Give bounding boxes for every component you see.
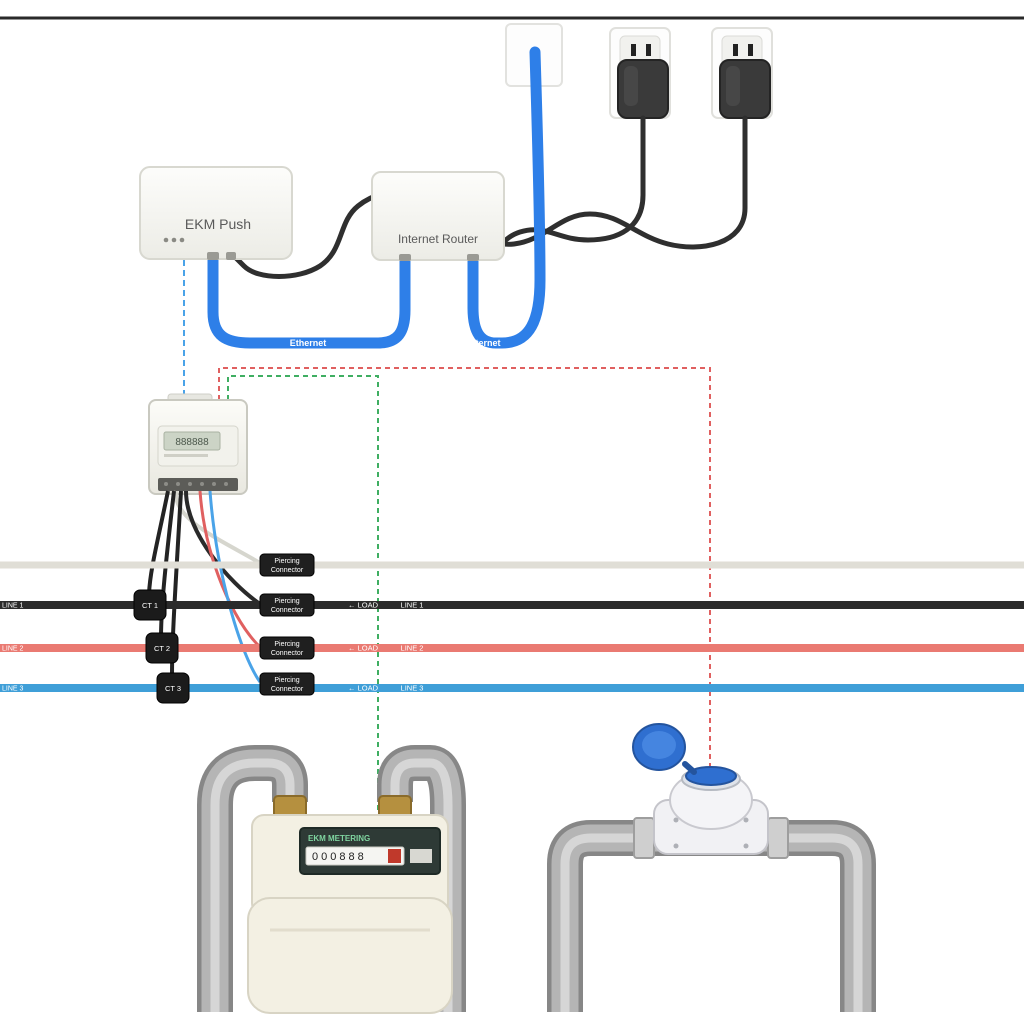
line2-name-label: LINE 2 xyxy=(401,644,424,653)
ct-sensor-2: CT 2 xyxy=(145,632,179,664)
gas-meter-reading: 000888 xyxy=(312,851,367,863)
ct3-label: CT 3 xyxy=(165,684,181,693)
ct-sensor-1: CT 1 xyxy=(133,589,167,621)
internet-cable xyxy=(467,46,546,349)
coupling-right xyxy=(767,817,789,859)
line2-edge-label: LINE 2 xyxy=(2,646,24,653)
ct1-label: CT 1 xyxy=(142,601,158,610)
piercing-connector-label: Connector xyxy=(271,686,304,693)
line1-name-label: LINE 1 xyxy=(401,601,424,610)
water-meter-lid-ring xyxy=(685,766,737,786)
piercing-connector-label: Piercing xyxy=(274,677,299,684)
ct2-label: CT 2 xyxy=(154,644,170,653)
ethernet-cable xyxy=(207,250,411,349)
line2-wire xyxy=(198,490,262,649)
line3-load-label: ← LOAD xyxy=(348,684,379,693)
gas-meter-wire-green xyxy=(227,375,379,824)
piercing-connector-label: Piercing xyxy=(274,558,299,565)
line3-wire xyxy=(208,490,262,683)
gas-meter-device: EKM METERING 000888 xyxy=(247,814,453,1014)
water-meter-device xyxy=(632,723,769,855)
power-adapter-2-icon xyxy=(719,59,771,119)
line3-name-label: LINE 3 xyxy=(401,684,424,693)
internet-router-device: Internet Router xyxy=(371,171,505,261)
internet-cable-label: Internet xyxy=(467,338,500,348)
piercing-connector-line2: Piercing Connector xyxy=(259,636,315,660)
electric-meter-device: 888888 xyxy=(148,393,248,495)
ct1-lead-wire xyxy=(147,490,170,595)
line1-load-label: ← LOAD xyxy=(348,601,379,610)
line2-load-label: ← LOAD xyxy=(348,644,379,653)
ct2-lead-wire xyxy=(159,490,176,639)
coupling-left xyxy=(633,817,655,859)
neutral-wire xyxy=(173,490,262,565)
water-meter-wire-red xyxy=(218,367,711,770)
piercing-connector-neutral: Piercing Connector xyxy=(259,553,315,577)
line3-edge-label: LINE 3 xyxy=(2,686,24,693)
lid-hinge xyxy=(682,761,697,775)
power-adapter-1-icon xyxy=(617,59,669,119)
ct-sensor-3: CT 3 xyxy=(156,672,190,704)
piercing-connector-label: Piercing xyxy=(274,641,299,648)
ethernet-cable-label: Ethernet xyxy=(290,338,327,348)
piercing-connector-line3: Piercing Connector xyxy=(259,672,315,696)
electric-meter-lcd: 888888 xyxy=(175,437,209,448)
piercing-connector-label: Connector xyxy=(271,607,304,614)
piercing-connector-label: Piercing xyxy=(274,598,299,605)
ekm-push-device: EKM Push xyxy=(139,166,293,260)
gas-meter-brand: EKM METERING xyxy=(308,834,370,843)
line1-edge-label: LINE 1 xyxy=(2,603,24,610)
piercing-connector-label: Connector xyxy=(271,567,304,574)
piercing-connector-line1: Piercing Connector xyxy=(259,593,315,617)
piercing-connector-label: Connector xyxy=(271,650,304,657)
ekm-push-label: EKM Push xyxy=(185,216,251,232)
internet-router-label: Internet Router xyxy=(398,232,478,246)
